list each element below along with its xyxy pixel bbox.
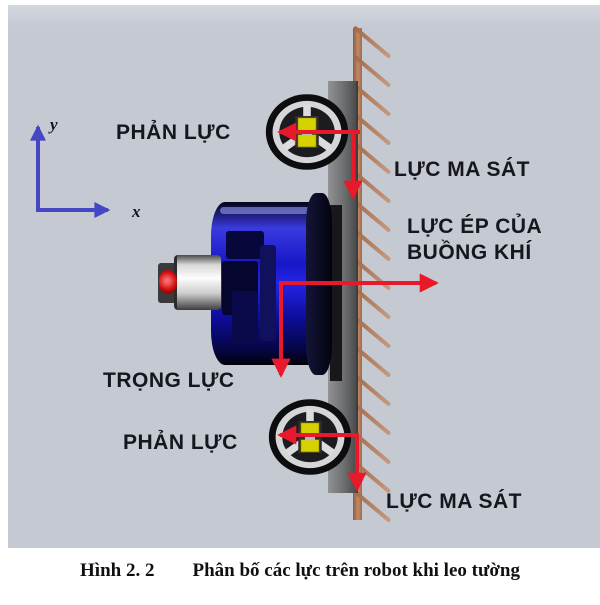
label-reaction-force-top: PHẢN LỰC xyxy=(116,121,231,144)
motor-cylinder xyxy=(174,255,221,310)
robot-gear xyxy=(232,291,258,343)
figure-caption: Hình 2. 2 Phân bố các lực trên robot khi… xyxy=(0,560,600,582)
label-friction-force-top: LỰC MA SÁT xyxy=(394,158,530,181)
label-pressure-force-line1: LỰC ÉP CỦA xyxy=(407,215,543,238)
motor-red-cap xyxy=(159,270,177,294)
robot-front-ring xyxy=(306,193,332,375)
coordinate-axes xyxy=(30,124,111,218)
figure-caption-number: Hình 2. 2 xyxy=(80,560,155,581)
label-reaction-force-bottom: PHẢN LỰC xyxy=(123,431,238,454)
label-pressure-force: LỰC ÉP CỦA BUỒNG KHÍ xyxy=(407,214,542,266)
robot-gear xyxy=(226,231,264,259)
x-axis-label: x xyxy=(132,202,141,221)
y-axis-label: y xyxy=(50,115,58,134)
robot-body-highlight xyxy=(220,207,312,214)
wheel-bottom-icon xyxy=(268,399,352,475)
label-gravity-force: TRỌNG LỰC xyxy=(103,369,235,392)
figure-caption-text: Phân bố các lực trên robot khi leo tường xyxy=(192,560,520,581)
robot-gear xyxy=(260,245,276,341)
robot-hub xyxy=(330,205,342,381)
wheel-top-icon xyxy=(265,94,349,170)
diagram-panel: y x PHẢN LỰC LỰC MA SÁT LỰC ÉP CỦA BUỒNG… xyxy=(8,5,600,548)
label-friction-force-bottom: LỰC MA SÁT xyxy=(386,490,522,513)
label-pressure-force-line2: BUỒNG KHÍ xyxy=(407,241,532,264)
